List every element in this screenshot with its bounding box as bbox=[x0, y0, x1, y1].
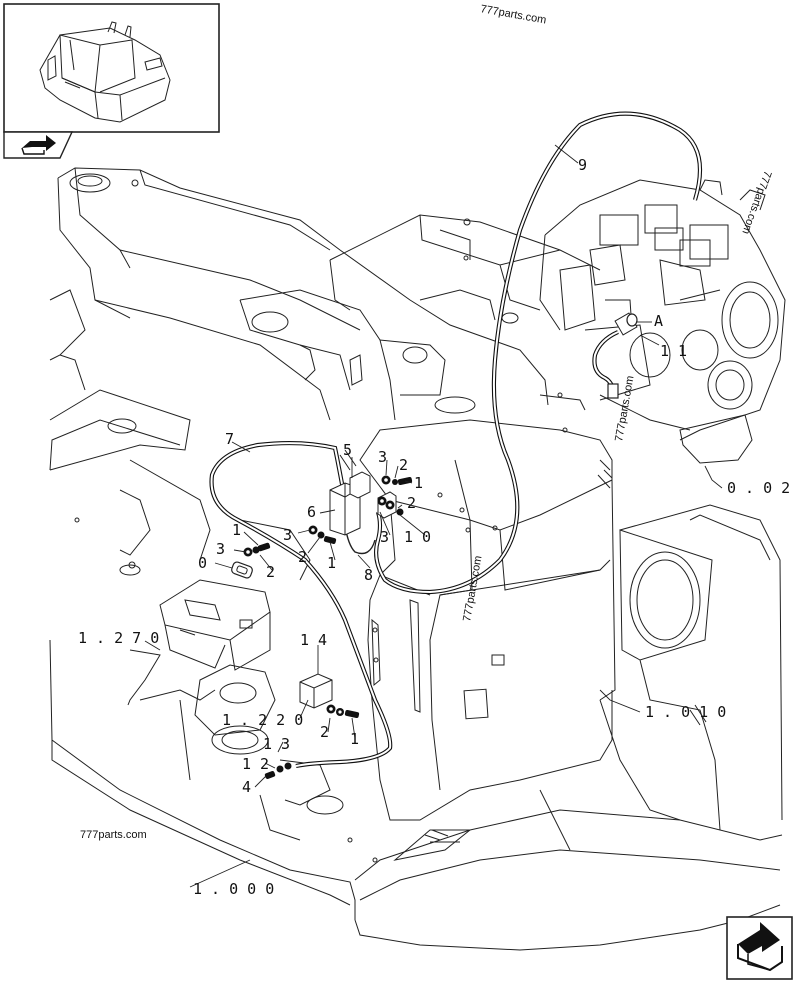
sensor-11 bbox=[607, 312, 638, 399]
callout-leader-lines bbox=[144, 144, 723, 888]
excavator-cab-thumbnail-icon bbox=[39, 21, 171, 123]
callout-12: 1 2 bbox=[242, 755, 269, 773]
watermark-text: 777parts.com bbox=[739, 169, 773, 236]
callout-0-02: 0 . 0 2 bbox=[727, 479, 790, 497]
callout-1-220: 1 . 2 2 0 bbox=[222, 711, 303, 729]
upperstructure-frame bbox=[49, 167, 786, 951]
callout-3: 3 bbox=[283, 526, 292, 544]
callout-6: 6 bbox=[307, 503, 316, 521]
fasteners bbox=[243, 475, 413, 779]
bracket-0 bbox=[231, 561, 253, 579]
thumbnail-panel[interactable] bbox=[3, 3, 220, 159]
callout-2: 2 bbox=[266, 563, 275, 581]
callout-1: 1 bbox=[327, 554, 336, 572]
watermark-text: 777parts.com bbox=[479, 3, 547, 26]
wiring-harness bbox=[209, 111, 703, 769]
watermark-text: 777parts.com bbox=[80, 829, 147, 841]
callout-2: 2 bbox=[399, 456, 408, 474]
callout-3: 3 bbox=[216, 540, 225, 558]
callout-11: 1 1 bbox=[660, 342, 687, 360]
callout-A: A bbox=[654, 312, 663, 330]
callout-1: 1 bbox=[350, 730, 359, 748]
next-page-arrow-icon bbox=[737, 922, 783, 972]
next-page-button[interactable] bbox=[726, 916, 793, 980]
callout-13: 1 3 bbox=[263, 735, 290, 753]
connector-5 bbox=[349, 471, 371, 499]
surface-shading bbox=[339, 449, 707, 841]
callout-5: 5 bbox=[343, 441, 352, 459]
previous-page-arrow-icon[interactable] bbox=[21, 135, 56, 155]
relay-14 bbox=[299, 673, 333, 709]
callout-2: 2 bbox=[320, 723, 329, 741]
callout-1-010: 1 . 0 1 0 bbox=[645, 703, 726, 721]
callout-10: 1 0 bbox=[404, 528, 431, 546]
callout-0: 0 bbox=[198, 554, 207, 572]
callout-1-000: 1 . 0 0 0 bbox=[193, 880, 274, 898]
callout-3: 3 bbox=[378, 448, 387, 466]
callout-2: 2 bbox=[407, 494, 416, 512]
callout-7: 7 bbox=[225, 430, 234, 448]
callout-1-270: 1 . 2 7 0 bbox=[78, 629, 159, 647]
callout-8: 8 bbox=[364, 566, 373, 584]
callout-1: 1 bbox=[414, 474, 423, 492]
callout-14: 1 4 bbox=[300, 631, 327, 649]
relay-unit-6 bbox=[329, 482, 361, 536]
callout-3: 3 bbox=[380, 528, 389, 546]
callout-9: 9 bbox=[578, 156, 587, 174]
callout-4: 4 bbox=[242, 778, 251, 796]
callout-1: 1 bbox=[232, 521, 241, 539]
callout-labels: 9 A 1 1 0 . 0 2 7 5 3 2 1 2 6 3 3 1 0 2 … bbox=[78, 156, 790, 898]
callout-2: 2 bbox=[298, 548, 307, 566]
